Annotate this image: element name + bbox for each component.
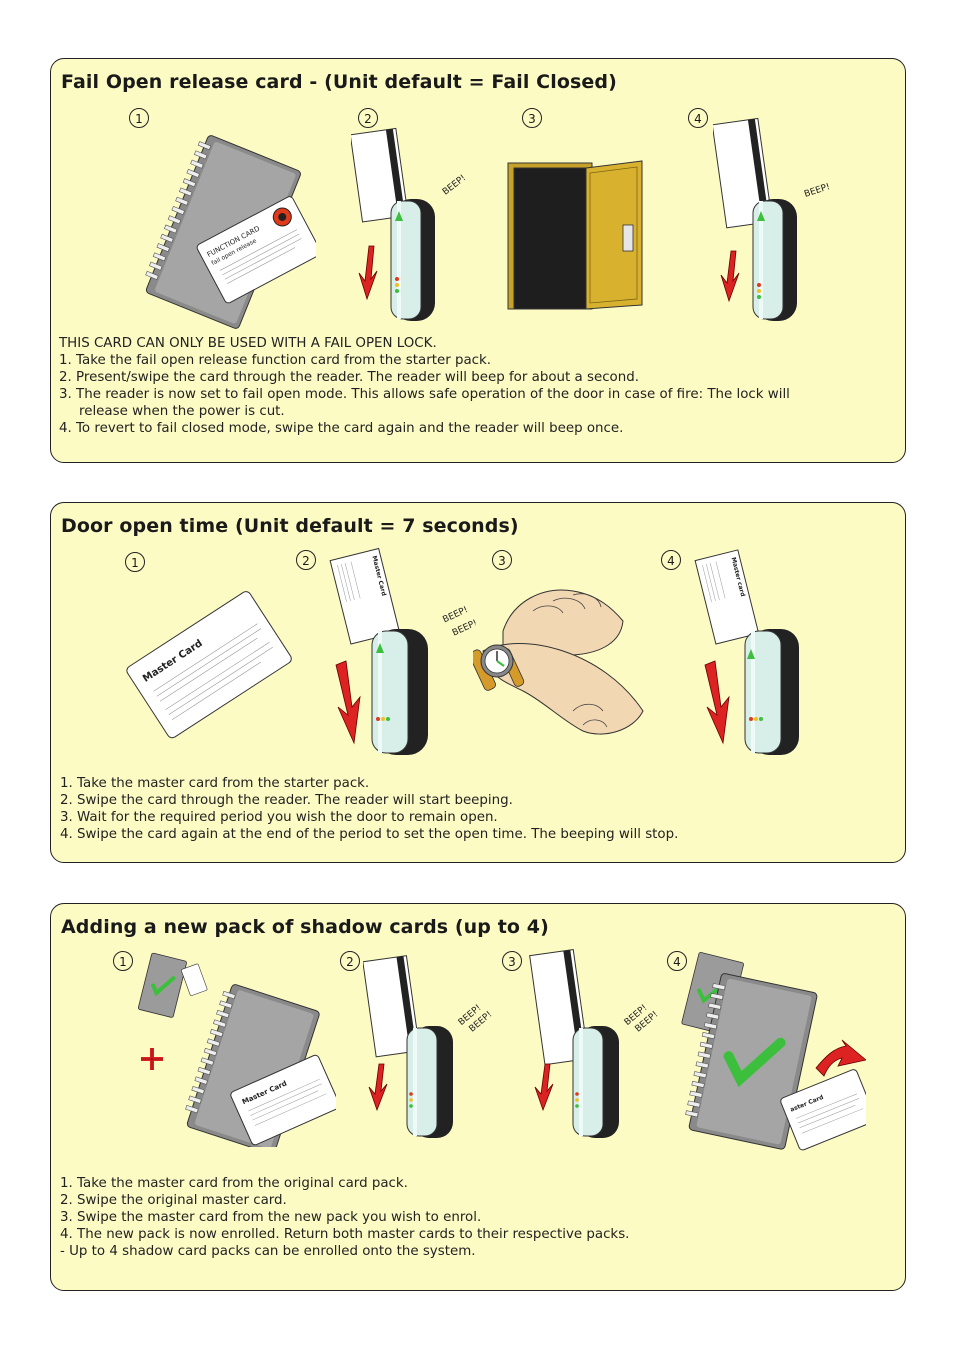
step-number: 4	[667, 951, 687, 971]
instructions-text: 1. Take the master card from the starter…	[60, 775, 678, 843]
instruction-line: - Up to 4 shadow card packs can be enrol…	[60, 1244, 476, 1259]
instructions-text: THIS CARD CAN ONLY BE USED WITH A FAIL O…	[59, 335, 790, 437]
shadow-cards-panel: Adding a new pack of shadow cards (up to…	[50, 903, 906, 1291]
step-number: 4	[688, 108, 708, 128]
instruction-line: 3. Swipe the master card from the new pa…	[60, 1210, 482, 1225]
card-reader-swipe-illustration: Master Card BEEP! BEEP!	[329, 547, 476, 755]
instruction-line: 2. Present/swipe the card through the re…	[59, 370, 639, 385]
packs-enrolled-illustration: aster Card	[681, 952, 866, 1151]
instructions-text: 1. Take the master card from the origina…	[60, 1175, 629, 1260]
panel-title: Adding a new pack of shadow cards (up to…	[61, 916, 549, 938]
card-reader-swipe-illustration: Master card	[694, 549, 799, 755]
step-number: 3	[502, 951, 522, 971]
instruction-line: 2. Swipe the original master card.	[60, 1193, 287, 1208]
step-number: 1	[125, 552, 145, 572]
instruction-line: 3. The reader is now set to fail open mo…	[59, 387, 790, 402]
panel-title: Door open time (Unit default = 7 seconds…	[61, 515, 519, 537]
instruction-line: 4. The new pack is now enrolled. Return …	[60, 1227, 630, 1242]
card-reader-swipe-illustration: BEEP!	[713, 117, 831, 321]
step-number: 1	[129, 108, 149, 128]
card-reader-swipe-illustration: BEEP! BEEP!	[363, 955, 495, 1138]
instruction-line: 1. Take the master card from the origina…	[60, 1176, 408, 1191]
fail-open-panel: Fail Open release card - (Unit default =…	[50, 58, 906, 463]
door-open-time-panel: Door open time (Unit default = 7 seconds…	[50, 502, 906, 863]
beep-text: BEEP! BEEP!	[457, 1003, 495, 1034]
card-pack-illustration: FUNCTION CARD fail open release	[145, 135, 316, 329]
checkmark-icon	[723, 1037, 786, 1088]
instruction-line: 2. Swipe the card through the reader. Th…	[60, 793, 513, 808]
master-card-illustration: Master Card	[126, 591, 292, 739]
instruction-line: 1. Take the fail open release function c…	[59, 353, 492, 368]
card-reader-swipe-illustration: BEEP! BEEP!	[529, 949, 661, 1138]
instruction-line: 1. Take the master card from the starter…	[60, 776, 370, 791]
step-number: 3	[522, 108, 542, 128]
step-number: 3	[492, 550, 512, 570]
beep-text: BEEP!	[441, 173, 468, 197]
step-number: 2	[296, 550, 316, 570]
card-packs-plus-illustration: Master Card	[137, 952, 336, 1147]
beep-text: BEEP! BEEP!	[441, 605, 476, 639]
step-number: 2	[340, 951, 360, 971]
beep-text: BEEP! BEEP!	[623, 1003, 661, 1034]
card-reader-swipe-illustration: BEEP!	[351, 127, 468, 321]
beep-text: BEEP!	[803, 182, 831, 200]
wristwatch-illustration	[473, 589, 644, 735]
instruction-line: THIS CARD CAN ONLY BE USED WITH A FAIL O…	[59, 336, 437, 351]
step-number: 2	[358, 108, 378, 128]
svg-text:BEEP!: BEEP!	[803, 182, 831, 200]
step-number: 4	[661, 550, 681, 570]
return-arrow-icon	[815, 1039, 866, 1077]
svg-text:BEEP!: BEEP!	[441, 173, 468, 197]
step-number: 1	[113, 951, 133, 971]
instruction-line: 4. Swipe the card again at the end of th…	[60, 827, 679, 842]
instruction-line: 4. To revert to fail closed mode, swipe …	[59, 421, 624, 436]
instruction-line: 3. Wait for the required period you wish…	[60, 810, 498, 825]
instruction-line: release when the power is cut.	[79, 404, 285, 419]
panel-title: Fail Open release card - (Unit default =…	[61, 71, 617, 93]
function-card: FUNCTION CARD fail open release	[196, 196, 316, 304]
open-door-illustration	[507, 160, 643, 310]
